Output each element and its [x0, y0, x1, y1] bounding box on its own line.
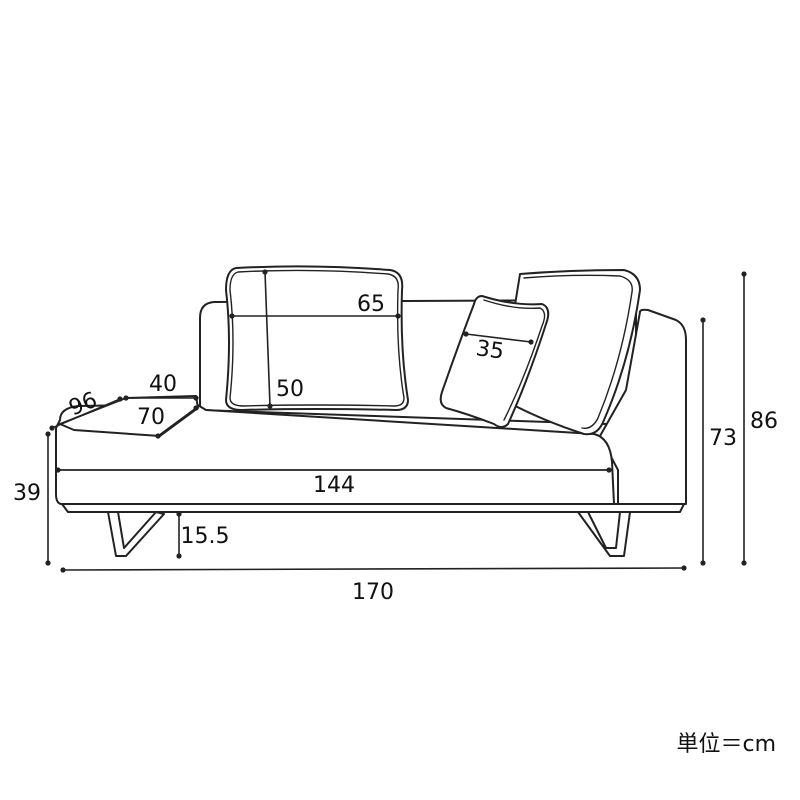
dim-line-seat-width	[55, 467, 612, 473]
dim-line-back-height	[700, 317, 706, 566]
small-pillow-seam	[483, 299, 546, 421]
sofa-left-leg	[107, 511, 165, 557]
label-arm-width: 40	[149, 372, 177, 397]
unit-note: 単位＝cm	[676, 732, 776, 757]
large-pillow-right-seam	[523, 274, 633, 429]
sofa-right-armrest	[599, 308, 687, 505]
sofa-seat-cushion	[55, 403, 615, 505]
label-total-width: 170	[352, 580, 394, 605]
dim-line-large-pillow-width	[229, 313, 401, 319]
dim-line-depth	[49, 396, 123, 431]
label-large-pillow-height: 50	[276, 377, 304, 402]
dim-line-arm-width	[123, 395, 199, 401]
sofa-right-leg	[577, 511, 631, 557]
label-back-height: 73	[709, 426, 737, 451]
dim-line-total-width	[60, 565, 687, 573]
sofa-base-frame	[61, 503, 685, 513]
dim-line-large-pillow-height	[262, 269, 273, 409]
label-total-height: 86	[750, 409, 778, 434]
label-leg-height: 15.5	[181, 524, 230, 549]
dim-line-seat-height	[45, 431, 51, 566]
large-pillow-left	[225, 265, 409, 411]
dim-line-small-pillow	[463, 331, 534, 345]
dim-line-chaise-depth	[155, 405, 199, 439]
label-seat-height: 39	[13, 481, 41, 506]
label-seat-width: 144	[313, 473, 355, 498]
label-chaise-depth: 70	[137, 405, 165, 430]
dim-line-leg-height	[176, 511, 182, 559]
dim-line-total-height	[741, 271, 747, 566]
label-large-pillow-width: 65	[357, 292, 385, 317]
label-small-pillow: 35	[474, 336, 505, 365]
large-pillow-left-seam	[229, 269, 405, 407]
small-pillow	[439, 295, 550, 428]
